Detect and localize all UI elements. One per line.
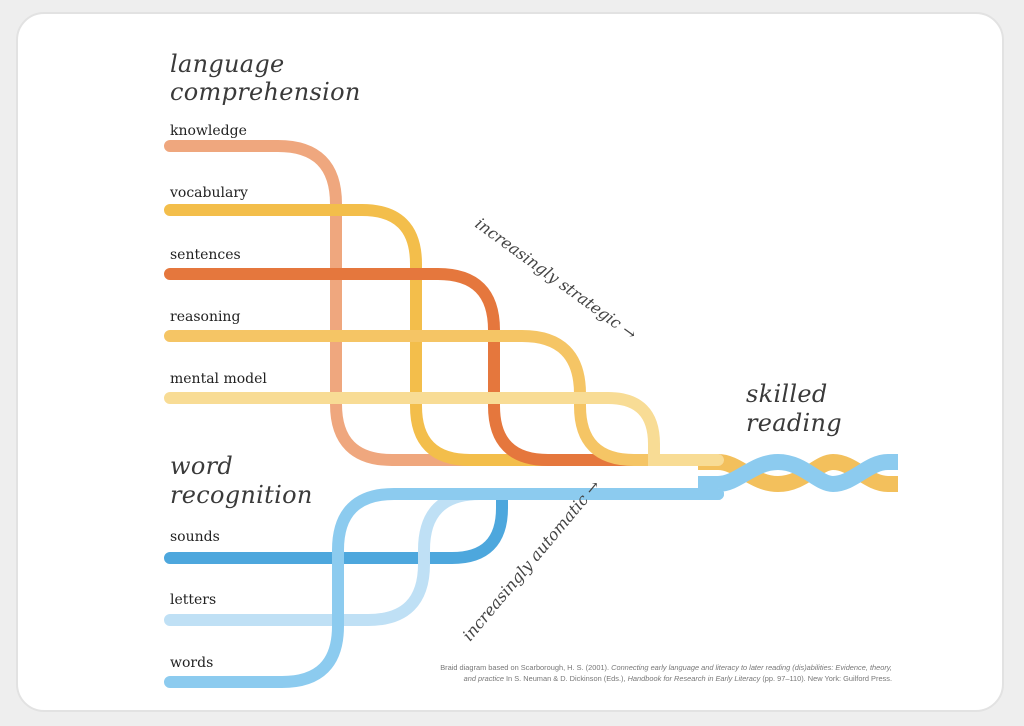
braid-word-strand	[698, 453, 898, 493]
citation-part-3: (pp. 97–110). New York: Guilford Press.	[760, 674, 892, 683]
strand-label-reasoning: reasoning	[170, 309, 240, 325]
strand-label-sentences: sentences	[170, 247, 241, 263]
skilled-heading-line2: reading	[746, 409, 842, 437]
strand-label-letters: letters	[170, 592, 216, 608]
citation-title-1b: and practice	[463, 674, 504, 683]
sounds-strand	[164, 488, 724, 564]
strand-label-vocabulary: vocabulary	[169, 185, 248, 201]
strand-label-mental-model: mental model	[170, 371, 267, 387]
word-heading-line1: word	[170, 452, 233, 480]
strand-label-sounds: sounds	[170, 529, 220, 545]
citation-part-1: Braid diagram based on Scarborough, H. S…	[440, 663, 612, 672]
citation-part-2: In S. Neuman & D. Dickinson (Eds.),	[503, 674, 628, 683]
words-strand	[164, 488, 724, 688]
citation-title-1: Connecting early language and literacy t…	[611, 663, 892, 672]
language-heading-line1: language	[170, 50, 285, 78]
reading-rope-diagram: language comprehension word recognition …	[164, 50, 898, 688]
skilled-heading-line1: skilled	[746, 380, 828, 408]
increasingly-automatic-label: increasingly automatic →	[459, 476, 605, 644]
strand-label-words: words	[170, 655, 213, 671]
strand-label-knowledge: knowledge	[170, 123, 247, 139]
diagram-card: language comprehension word recognition …	[16, 12, 1004, 712]
word-heading-line2: recognition	[170, 481, 313, 509]
knowledge-strand	[164, 140, 724, 466]
sentences-strand	[164, 268, 724, 466]
citation-title-2: Handbook for Research in Early Literacy	[627, 674, 761, 683]
mental-model-strand	[164, 392, 724, 466]
citation: Braid diagram based on Scarborough, H. S…	[398, 662, 892, 684]
language-heading-line2: comprehension	[170, 78, 361, 106]
